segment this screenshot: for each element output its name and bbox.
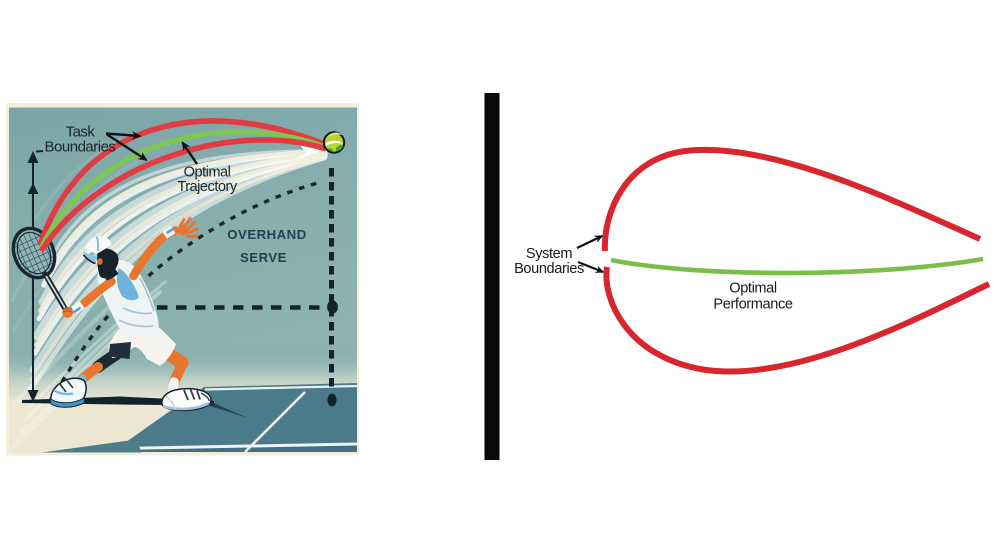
svg-text:Optimal: Optimal [184, 165, 231, 181]
svg-text:Boundaries: Boundaries [45, 139, 116, 156]
svg-text:OVERHAND: OVERHAND [227, 227, 306, 242]
svg-text:Optimal: Optimal [729, 281, 777, 297]
svg-text:Task: Task [66, 124, 96, 141]
svg-text:Trajectory: Trajectory [177, 179, 238, 195]
svg-text:System: System [526, 246, 572, 262]
svg-text:SERVE: SERVE [240, 250, 287, 265]
svg-text:Boundaries: Boundaries [514, 261, 584, 277]
svg-text:Performance: Performance [713, 297, 792, 313]
